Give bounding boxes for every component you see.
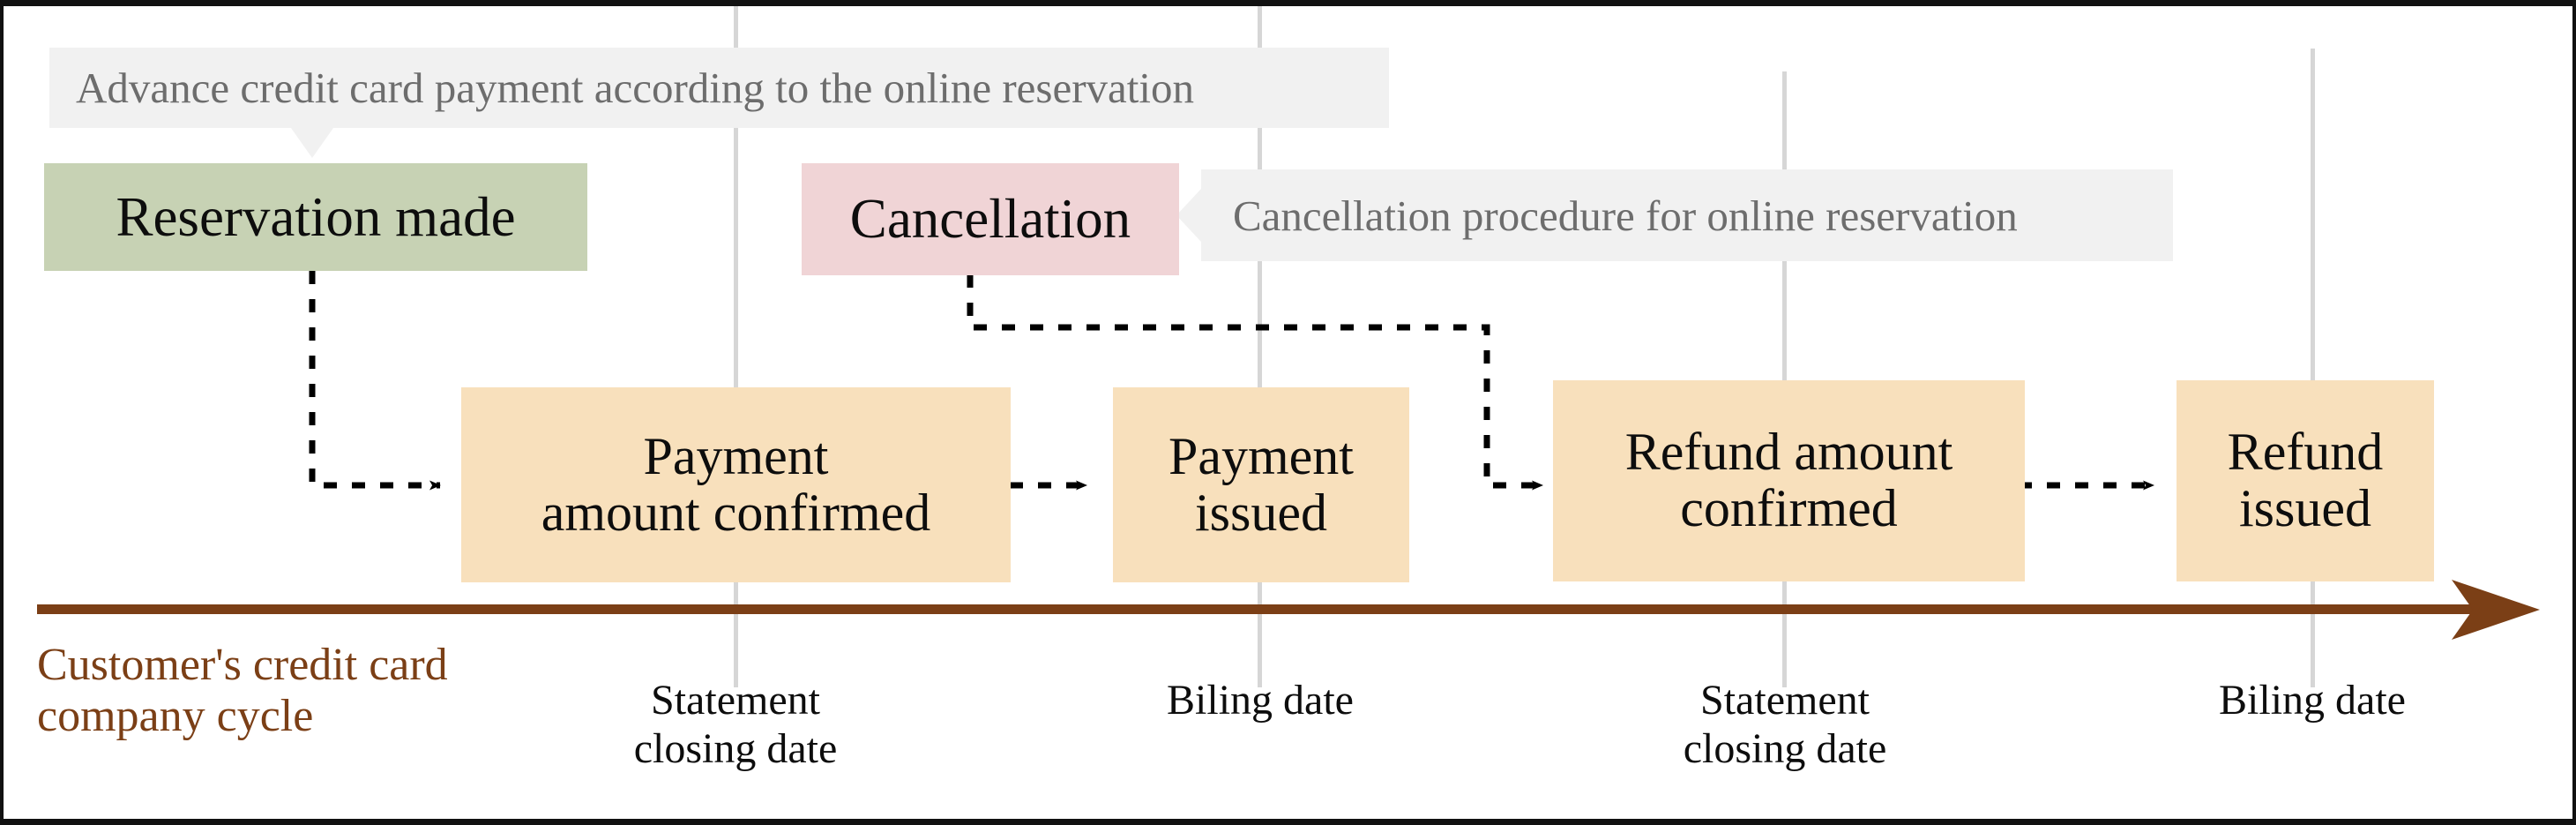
callout-cancellation-procedure: Cancellation procedure for online reserv…	[1201, 169, 2173, 261]
gridline-billing-2	[2311, 49, 2315, 687]
node-refund-issued[interactable]: Refund issued	[2177, 380, 2434, 581]
node-refund-issued-label: Refund issued	[2227, 423, 2384, 537]
callout-advance-payment-tail	[291, 128, 333, 158]
callout-cancellation-procedure-tail	[1176, 189, 1201, 242]
node-cancellation[interactable]: Cancellation	[802, 163, 1179, 275]
node-payment-issued[interactable]: Payment issued	[1113, 387, 1409, 582]
flow-reservation-to-payment-confirmed	[309, 271, 441, 491]
tick-label-statement-closing-date-1: Statement closing date	[633, 677, 838, 772]
node-cancellation-label: Cancellation	[849, 188, 1131, 251]
node-payment-issued-label: Payment issued	[1169, 426, 1354, 542]
callout-cancellation-procedure-text: Cancellation procedure for online reserv…	[1233, 191, 2018, 240]
diagram-stage: Advance credit card payment according to…	[4, 6, 2572, 819]
tick-label-billing-date-1: Biling date	[1167, 677, 1354, 724]
node-reservation-made[interactable]: Reservation made	[44, 163, 587, 271]
node-refund-amount-confirmed[interactable]: Refund amount confirmed	[1553, 380, 2025, 581]
gridline-statement-2	[1782, 71, 1787, 687]
node-payment-amount-confirmed-label: Payment amount confirmed	[541, 426, 931, 542]
node-refund-amount-confirmed-label: Refund amount confirmed	[1624, 423, 1953, 537]
gridline-statement-1	[734, 6, 738, 687]
tick-label-statement-closing-date-2: Statement closing date	[1683, 677, 1887, 772]
timeline-caption: Customer's credit card company cycle	[37, 640, 448, 742]
callout-advance-payment: Advance credit card payment according to…	[49, 48, 1389, 128]
node-reservation-made-label: Reservation made	[116, 185, 516, 248]
tick-label-billing-date-2: Biling date	[2219, 677, 2406, 724]
timeline-axis	[37, 604, 2476, 614]
node-payment-amount-confirmed[interactable]: Payment amount confirmed	[461, 387, 1011, 582]
timeline-axis-arrowhead	[2452, 580, 2540, 640]
callout-advance-payment-text: Advance credit card payment according to…	[76, 64, 1195, 112]
